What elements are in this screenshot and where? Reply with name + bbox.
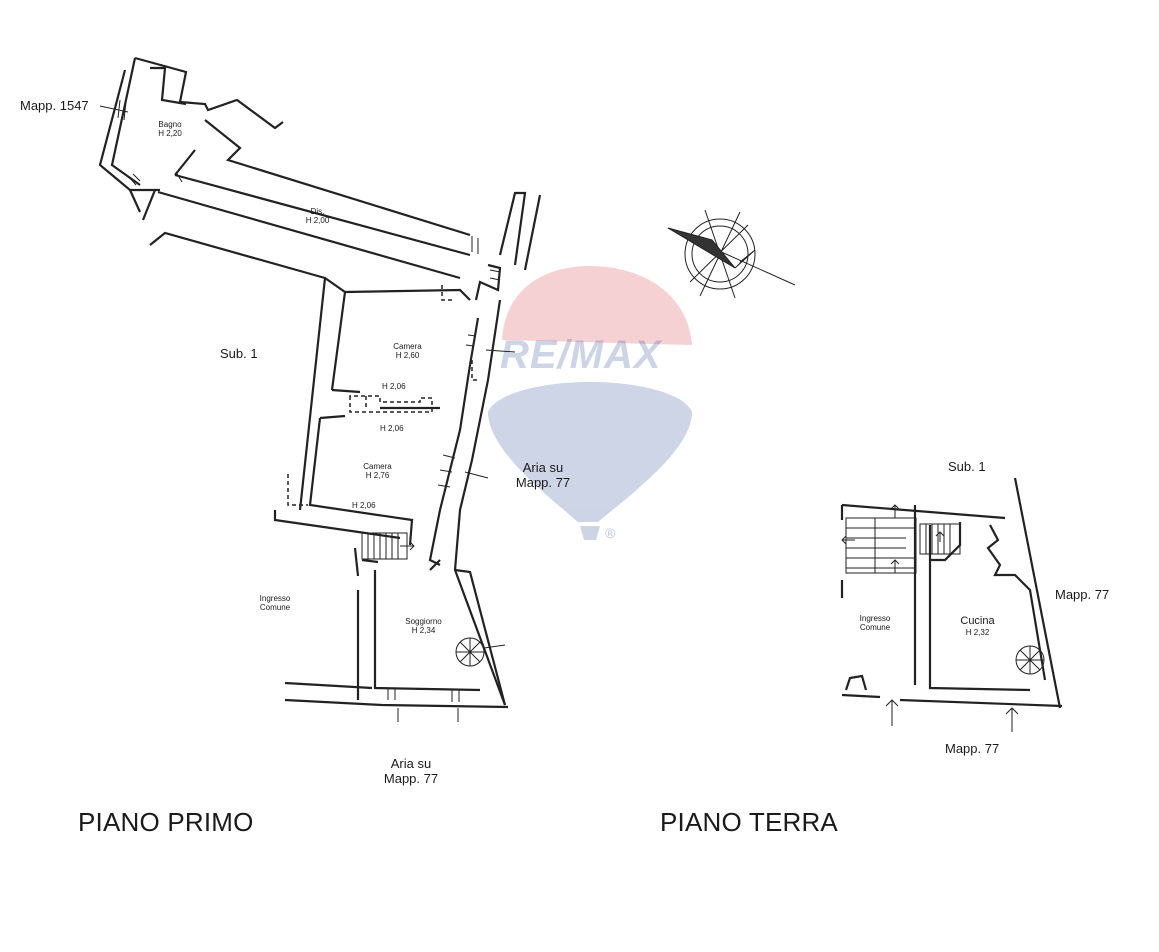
first-floor-dashed-elements xyxy=(287,285,480,506)
north-arrow-icon xyxy=(667,209,796,299)
beam-height-3: H 2,06 xyxy=(352,501,376,510)
room-ingresso-first-line1: Ingresso xyxy=(259,594,291,603)
room-cucina: Cucina H 2,32 xyxy=(950,615,1005,637)
room-ingresso-ground: Ingresso Comune xyxy=(850,614,900,632)
leader-lines xyxy=(99,105,516,722)
room-camera-1-height: H 2,60 xyxy=(395,351,420,361)
room-camera-2-height: H 2,76 xyxy=(365,471,390,481)
first-floor-stairs xyxy=(361,532,506,667)
room-dis-height: H 2,00 xyxy=(305,216,330,226)
caption-piano-terra: PIANO TERRA xyxy=(660,807,838,837)
room-soggiorno-name: Soggiorno xyxy=(405,617,442,626)
room-cucina-height: H 2,32 xyxy=(965,627,990,637)
room-dis: Dis. H 2,00 xyxy=(295,207,340,225)
room-cucina-name: Cucina xyxy=(960,615,995,627)
label-mapp-1547: Mapp. 1547 xyxy=(20,98,89,113)
remax-watermark xyxy=(488,266,692,540)
room-dis-name: Dis. xyxy=(310,207,325,216)
label-aria-side-line1: Aria su xyxy=(522,460,564,475)
label-aria-bottom-line1: Aria su xyxy=(390,756,432,771)
label-aria-side-line2: Mapp. 77 xyxy=(515,474,571,490)
room-bagno-height: H 2,20 xyxy=(158,129,182,139)
label-sub-1-first: Sub. 1 xyxy=(220,346,258,361)
room-camera-2: Camera H 2,76 xyxy=(355,462,400,480)
ground-floor-plan xyxy=(840,477,1063,709)
room-ingresso-first: Ingresso Comune xyxy=(250,594,300,612)
beam-height-1: H 2,06 xyxy=(382,382,406,391)
room-camera-1: Camera H 2,60 xyxy=(385,342,430,360)
room-soggiorno-height: H 2,34 xyxy=(411,626,436,636)
remax-wordmark: RE/MAX xyxy=(500,333,662,377)
room-bagno-name: Bagno xyxy=(158,120,182,129)
room-ingresso-first-line2: Comune xyxy=(259,603,291,613)
beam-height-2: H 2,06 xyxy=(380,424,404,433)
room-bagno: Bagno H 2,20 xyxy=(150,120,190,138)
room-soggiorno: Soggiorno H 2,34 xyxy=(396,617,451,635)
label-mapp-77-bottom: Mapp. 77 xyxy=(945,741,1000,756)
label-sub-1-ground: Sub. 1 xyxy=(948,459,986,474)
room-ingresso-ground-line1: Ingresso xyxy=(859,614,891,623)
registered-mark: ® xyxy=(605,525,616,541)
room-camera-1-name: Camera xyxy=(393,342,422,351)
room-ingresso-ground-line2: Comune xyxy=(859,623,891,633)
caption-piano-primo: PIANO PRIMO xyxy=(78,807,254,837)
ground-floor-stairs xyxy=(841,504,1045,732)
label-aria-side: Aria su Mapp. 77 xyxy=(508,460,578,491)
label-aria-bottom: Aria su Mapp. 77 xyxy=(376,756,446,787)
label-mapp-77-right: Mapp. 77 xyxy=(1055,587,1110,602)
first-floor-plan xyxy=(98,56,542,709)
room-camera-2-name: Camera xyxy=(363,462,392,471)
label-aria-bottom-line2: Mapp. 77 xyxy=(383,770,439,786)
first-floor-windows xyxy=(117,99,501,702)
